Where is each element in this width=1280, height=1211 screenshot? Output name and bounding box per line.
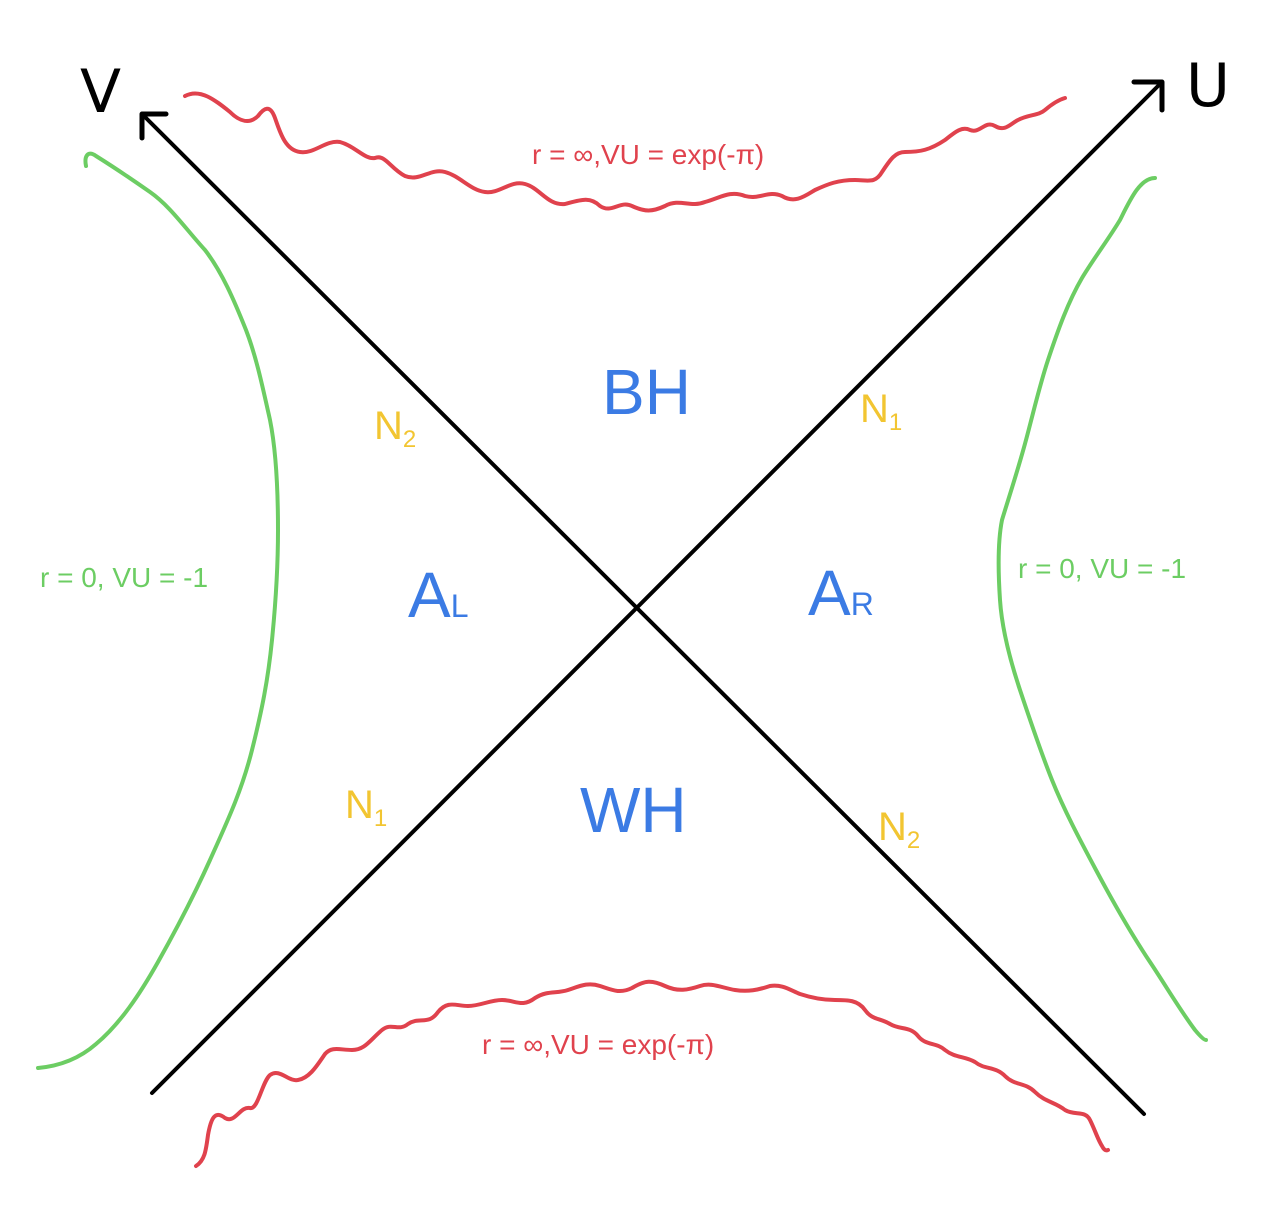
top-boundary-label: r = ∞,VU = exp(-π) — [532, 139, 764, 170]
v-axis-line — [140, 112, 1146, 1116]
bottom-boundary-curve — [194, 979, 1110, 1168]
u-axis-line — [150, 80, 1164, 1095]
top-boundary-curve — [183, 91, 1067, 213]
right-boundary-label: r = 0, VU = -1 — [1018, 553, 1186, 584]
u-arrowhead-icon — [1131, 79, 1165, 113]
horizon-label-upper-left: N2 — [374, 404, 416, 453]
u-axis-label: U — [1186, 51, 1230, 121]
region-left-label: AL — [408, 559, 468, 631]
left-boundary-curve — [36, 151, 280, 1070]
v-arrowhead-icon — [139, 111, 169, 141]
horizon-label-upper-right: N1 — [860, 387, 902, 436]
right-boundary-curve — [996, 176, 1208, 1042]
horizon-label-lower-left: N1 — [345, 783, 387, 832]
bottom-boundary-label: r = ∞,VU = exp(-π) — [482, 1029, 714, 1060]
left-boundary-label: r = 0, VU = -1 — [40, 562, 208, 593]
region-right-label: AR — [808, 557, 874, 629]
region-wh-label: WH — [580, 774, 687, 846]
horizon-label-lower-right: N2 — [878, 805, 920, 854]
region-bh-label: BH — [602, 356, 691, 428]
v-axis-label: V — [80, 57, 121, 127]
